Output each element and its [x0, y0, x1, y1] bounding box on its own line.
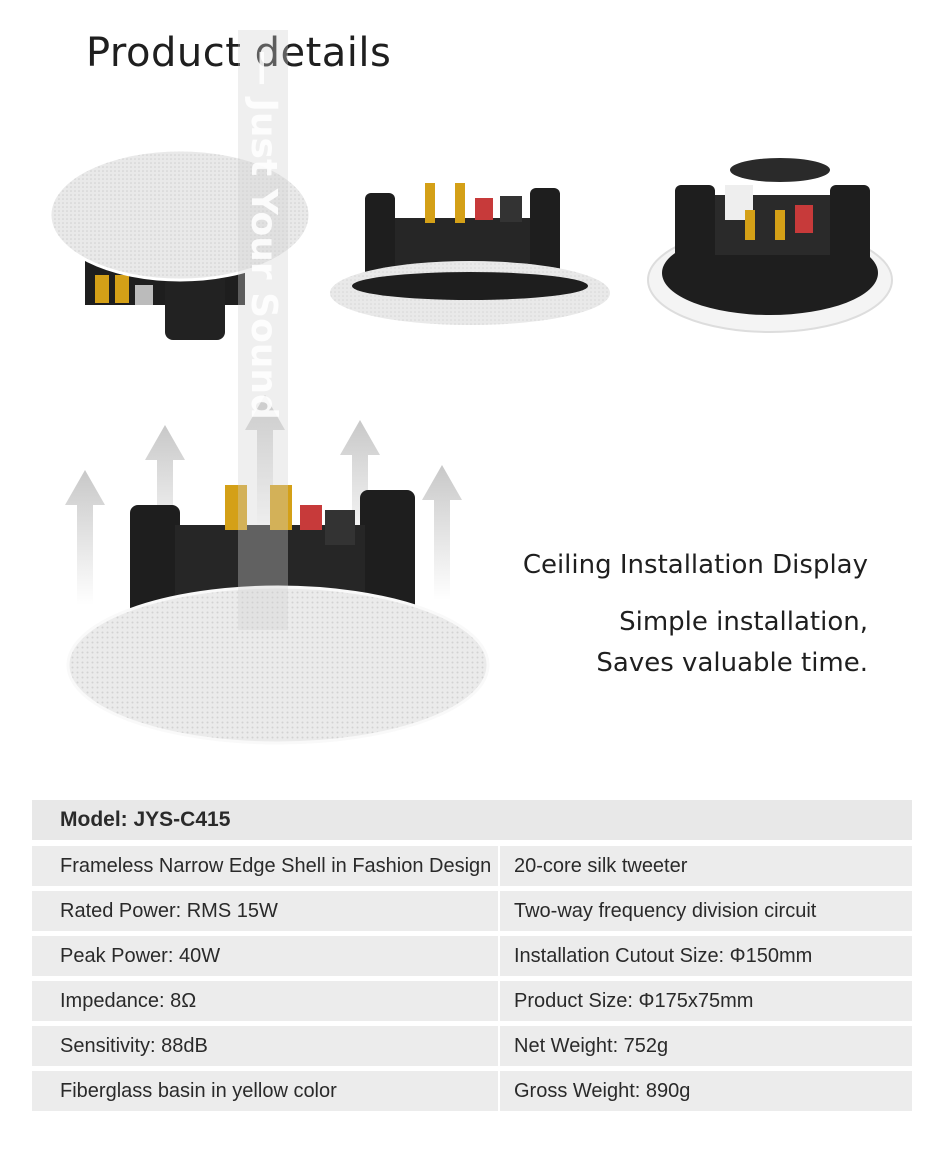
- caption-line-1: Simple installation,: [619, 607, 868, 637]
- spec-cell: Installation Cutout Size: Φ150mm: [500, 936, 912, 976]
- table-row: Rated Power: RMS 15W Two-way frequency d…: [32, 891, 912, 931]
- speaker-image-front-tilted: [48, 148, 312, 340]
- spec-table: Model: JYS-C415 Frameless Narrow Edge Sh…: [32, 800, 912, 1116]
- table-row: Fiberglass basin in yellow color Gross W…: [32, 1071, 912, 1111]
- caption-heading: Ceiling Installation Display: [522, 550, 868, 580]
- speaker-image-back: [647, 158, 893, 333]
- table-row: Sensitivity: 88dB Net Weight: 752g: [32, 1026, 912, 1066]
- caption-line-2: Saves valuable time.: [596, 648, 868, 678]
- spec-cell: Rated Power: RMS 15W: [32, 891, 498, 931]
- model-label: Model: JYS-C415: [32, 800, 912, 840]
- page-title: Product details: [86, 30, 392, 76]
- table-row: Impedance: 8Ω Product Size: Φ175x75mm: [32, 981, 912, 1021]
- spec-cell: Fiberglass basin in yellow color: [32, 1071, 498, 1111]
- spec-cell: Net Weight: 752g: [500, 1026, 912, 1066]
- spec-cell: Gross Weight: 890g: [500, 1071, 912, 1111]
- table-row: Peak Power: 40W Installation Cutout Size…: [32, 936, 912, 976]
- spec-cell: Product Size: Φ175x75mm: [500, 981, 912, 1021]
- spec-cell: Two-way frequency division circuit: [500, 891, 912, 931]
- spec-cell: 20-core silk tweeter: [500, 846, 912, 886]
- table-row: Frameless Narrow Edge Shell in Fashion D…: [32, 846, 912, 886]
- up-arrow-icon: [65, 395, 462, 605]
- spec-cell: Frameless Narrow Edge Shell in Fashion D…: [32, 846, 498, 886]
- spec-cell: Peak Power: 40W: [32, 936, 498, 976]
- spec-cell: Sensitivity: 88dB: [32, 1026, 498, 1066]
- ceiling-installation-image: [65, 395, 490, 745]
- speaker-image-side: [330, 183, 610, 325]
- watermark: — Just Your Sound: [238, 30, 288, 630]
- spec-cell: Impedance: 8Ω: [32, 981, 498, 1021]
